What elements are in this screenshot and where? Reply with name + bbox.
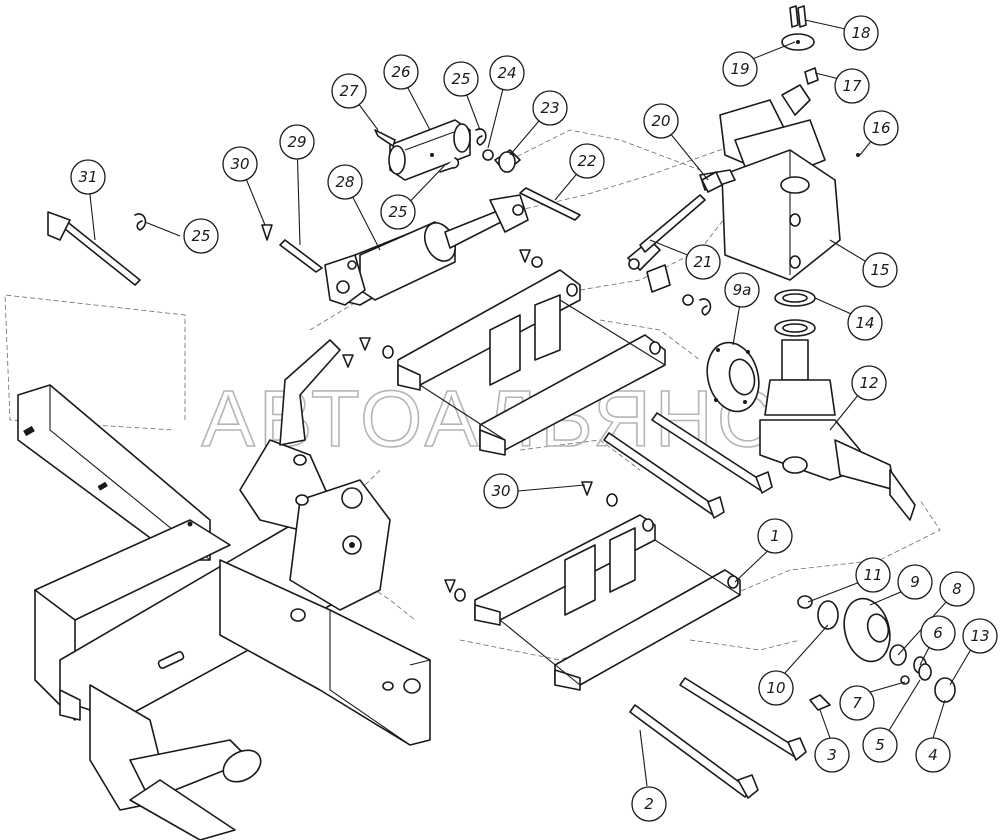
hub-lower xyxy=(797,595,956,711)
callout-21: 21 xyxy=(685,244,721,280)
bracket xyxy=(374,119,471,181)
callout-8: 8 xyxy=(939,571,975,607)
callout-4: 4 xyxy=(915,737,951,773)
svg-text:28: 28 xyxy=(335,173,354,191)
kingpin-spindle xyxy=(759,289,916,521)
callout-30-top: 30 xyxy=(222,146,258,182)
svg-text:10: 10 xyxy=(766,679,785,697)
callout-7: 7 xyxy=(839,685,875,721)
svg-text:15: 15 xyxy=(870,261,889,279)
svg-text:18: 18 xyxy=(851,24,870,42)
upper-link-frame xyxy=(397,269,666,456)
svg-text:19: 19 xyxy=(730,60,749,78)
callout-30-middle: 30 xyxy=(483,473,519,509)
hydraulic-cylinder xyxy=(324,194,529,306)
callout-29: 29 xyxy=(279,124,315,160)
callout-10: 10 xyxy=(758,670,794,706)
svg-text:31: 31 xyxy=(78,168,97,186)
callout-18: 18 xyxy=(843,15,879,51)
hub-upper xyxy=(706,341,760,413)
callout-25-left: 25 xyxy=(183,218,219,254)
svg-text:30: 30 xyxy=(230,155,249,173)
svg-text:25: 25 xyxy=(191,227,210,245)
svg-text:5: 5 xyxy=(875,736,885,754)
callout-28: 28 xyxy=(327,164,363,200)
svg-text:9a: 9a xyxy=(733,281,752,299)
callout-15: 15 xyxy=(862,252,898,288)
svg-text:6: 6 xyxy=(933,624,943,642)
svg-text:30: 30 xyxy=(491,482,510,500)
callout-1: 1 xyxy=(757,518,793,554)
callout-24: 24 xyxy=(489,55,525,91)
svg-text:20: 20 xyxy=(651,112,670,130)
callout-20: 20 xyxy=(643,103,679,139)
svg-text:9: 9 xyxy=(910,573,920,591)
svg-text:29: 29 xyxy=(287,133,306,151)
callout-16: 16 xyxy=(863,110,899,146)
callout-17: 17 xyxy=(834,68,870,104)
callouts: 1 2 3 4 5 6 7 8 9 9a 10 11 12 13 14 15 1… xyxy=(70,15,998,822)
svg-text:21: 21 xyxy=(693,253,712,271)
svg-text:24: 24 xyxy=(497,64,516,82)
callout-27: 27 xyxy=(331,73,367,109)
svg-text:14: 14 xyxy=(855,314,874,332)
callout-25-top: 25 xyxy=(443,61,479,97)
svg-text:13: 13 xyxy=(970,627,989,645)
callout-9: 9 xyxy=(897,564,933,600)
svg-text:12: 12 xyxy=(859,374,878,392)
svg-text:25: 25 xyxy=(451,70,470,88)
callout-5: 5 xyxy=(862,727,898,763)
svg-text:17: 17 xyxy=(842,77,862,95)
callout-11: 11 xyxy=(855,557,891,593)
svg-text:16: 16 xyxy=(871,119,890,137)
svg-text:1: 1 xyxy=(770,527,780,545)
lower-link-frame xyxy=(474,514,741,691)
svg-text:23: 23 xyxy=(540,99,559,117)
callout-12: 12 xyxy=(851,365,887,401)
callout-25-middle: 25 xyxy=(380,194,416,230)
svg-text:8: 8 xyxy=(952,580,962,598)
callout-3: 3 xyxy=(814,737,850,773)
svg-text:3: 3 xyxy=(827,746,837,764)
svg-text:22: 22 xyxy=(577,152,596,170)
callout-2: 2 xyxy=(631,786,667,822)
callout-13: 13 xyxy=(962,618,998,654)
svg-text:27: 27 xyxy=(339,82,359,100)
svg-text:4: 4 xyxy=(928,746,938,764)
svg-text:26: 26 xyxy=(391,63,410,81)
svg-text:7: 7 xyxy=(852,694,862,712)
svg-text:2: 2 xyxy=(644,795,654,813)
svg-text:25: 25 xyxy=(388,203,407,221)
callout-19: 19 xyxy=(722,51,758,87)
callout-31: 31 xyxy=(70,159,106,195)
pivot-pins xyxy=(47,187,807,799)
swivel-housing xyxy=(639,5,860,281)
svg-text:11: 11 xyxy=(863,566,882,584)
callout-22: 22 xyxy=(569,143,605,179)
callout-26: 26 xyxy=(383,54,419,90)
callout-9a: 9a xyxy=(724,272,760,308)
small-hardware xyxy=(134,128,712,602)
callout-6: 6 xyxy=(920,615,956,651)
main-frame xyxy=(17,339,431,840)
callout-14: 14 xyxy=(847,305,883,341)
callout-23: 23 xyxy=(532,90,568,126)
